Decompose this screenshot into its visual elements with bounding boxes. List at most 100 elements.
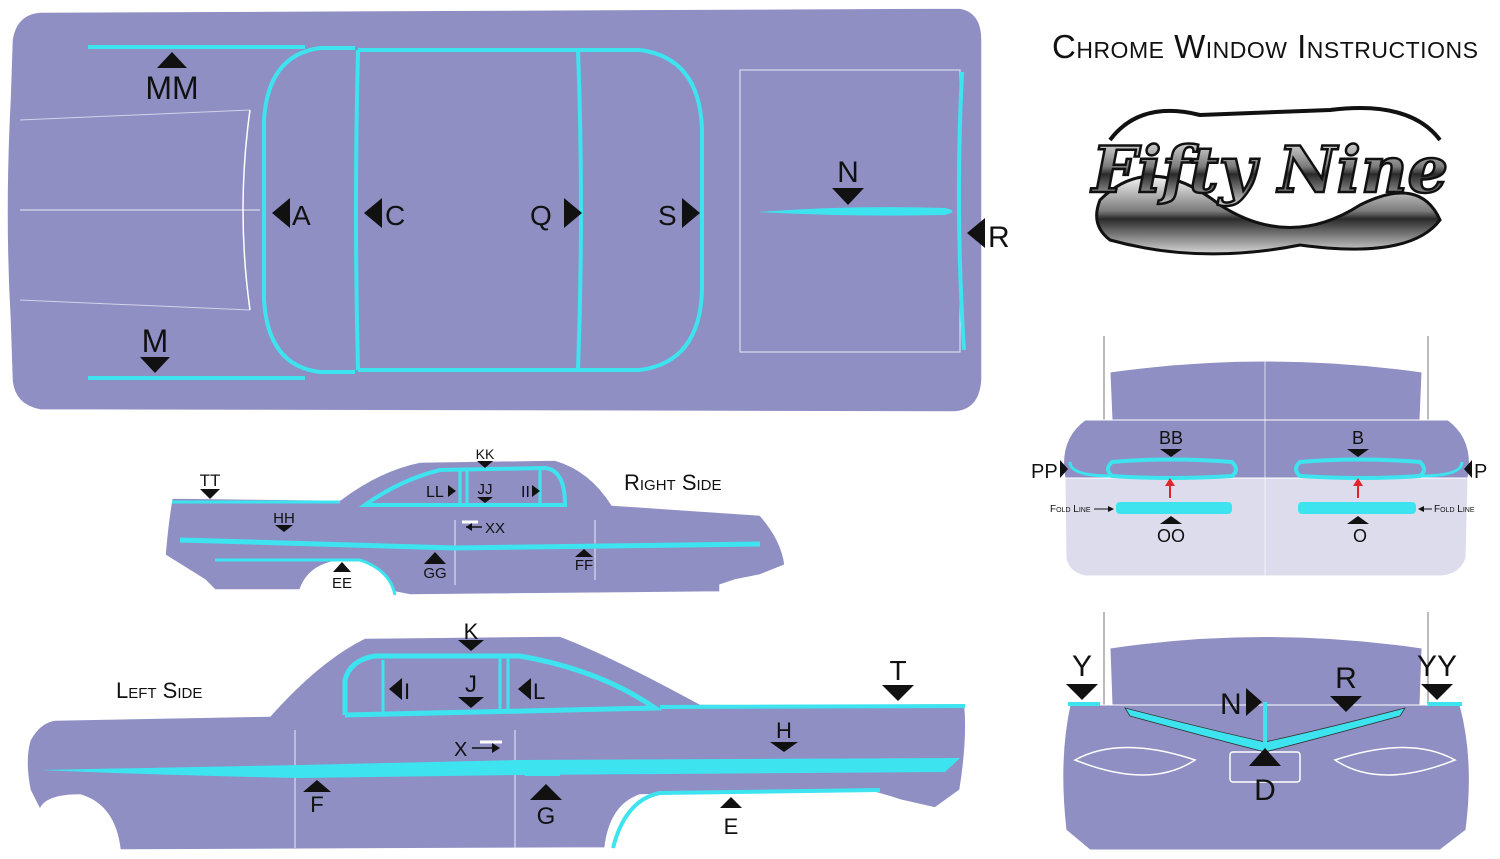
arrow-up [530,784,562,800]
label-h: H [776,718,792,743]
trim-o [1298,502,1416,514]
fold-line-left: Fold Line [1050,504,1091,515]
arrow-up [1347,516,1369,524]
label-b: B [1352,428,1364,448]
rear-deck [1063,419,1470,479]
rear-trunk-roof [1109,636,1423,706]
label-mm: MM [145,70,198,106]
label-f: F [310,792,323,817]
label-kk: KK [476,446,495,462]
label-a: A [292,200,311,231]
trim-pp [1068,461,1113,478]
trim-hh-body [179,537,761,551]
label-p: P [1474,461,1487,483]
label-jj: JJ [478,481,493,498]
arrow-down [882,685,914,701]
label-g: G [537,803,556,830]
label-ee: EE [332,575,352,592]
arrow-left [1464,460,1472,478]
trim-oo [1116,502,1232,514]
label-y: Y [1072,650,1092,683]
label-t: T [889,655,906,686]
label-l: L [533,679,545,704]
arrow-down [140,357,170,373]
arrow-down [1330,696,1362,712]
rear-lens-left [1073,746,1197,776]
trim-r [956,71,966,351]
trim-bb-left-lens [1106,457,1238,480]
label-bb: BB [1159,428,1183,448]
label-ff: FF [575,557,593,574]
trim-g [518,760,560,776]
arrow-left [518,678,531,700]
label-q: Q [530,200,552,231]
trim-left-window [342,653,663,718]
logo: Fifty Nine [1089,106,1449,256]
fold-arrow-left-head [1165,478,1175,486]
arrow-left [364,198,382,228]
arrow-right [448,485,456,497]
label-ll: LL [426,484,444,501]
label-xx: XX [485,520,505,537]
arrow-down [1421,684,1453,700]
arrow-down [458,640,484,651]
arrow-down [477,497,493,503]
arrow-left [272,198,290,228]
trim-c [354,49,360,371]
arrow-up [1249,748,1281,766]
label-ii: II [521,484,530,501]
label-r: R [988,221,1010,254]
label-j: J [465,671,477,698]
label-gg: GG [423,565,446,582]
label-pp: PP [1031,461,1058,483]
label-oo: OO [1157,526,1185,546]
trim-h [40,758,960,778]
label-r-rear: R [1335,662,1357,695]
fold-arrow-right-head [1353,478,1363,486]
fold-line-right: Fold Line [1434,504,1475,515]
arrow-up [157,52,187,68]
rear-roof [1109,360,1423,421]
left-side-labels: K I J L X T H F G E Left Side [116,619,914,839]
label-n-rear: N [1220,688,1242,721]
arrow-down [458,697,484,708]
arrow-right [1108,506,1114,512]
arrow-up [424,552,446,564]
arrow-right [1060,460,1068,478]
top-view [6,7,983,413]
label-i: I [404,679,410,704]
rear-view-lights-labels: BB B PP P OO O Fold Line Fold Line [1031,428,1487,546]
page-title: Chrome Window Instructions [1052,28,1479,65]
arrow-down [1347,449,1369,457]
rear-view-trunk-labels: Y YY N R D [1066,650,1457,807]
logo-text: Fifty Nine [1090,133,1448,208]
trim-i-pillar [381,658,510,714]
left-side-caption: Left Side [116,678,202,703]
label-n: N [837,156,859,189]
arrow-down [770,742,798,752]
rear-view-trunk [1062,612,1470,851]
right-side-caption: Right Side [624,470,722,495]
arrow-up [1160,516,1182,524]
label-d: D [1254,774,1276,807]
trim-right-window [358,465,568,507]
label-m: M [142,323,169,359]
arrow-left [466,523,472,531]
arrow-down [1066,684,1098,700]
label-hh: HH [273,510,295,527]
arrow-up [333,562,351,572]
arrow-down [200,489,220,499]
arrow-up [303,780,331,792]
arrow-up [720,797,742,808]
arrow-up [575,549,593,557]
arrow-right [492,743,500,753]
trim-p [1419,461,1464,478]
arrow-down [1160,449,1182,457]
arrow-down [477,461,493,468]
arrow-right [532,485,540,497]
label-o: O [1353,526,1367,546]
arrow-left [1418,506,1424,512]
trim-jj [458,470,542,505]
